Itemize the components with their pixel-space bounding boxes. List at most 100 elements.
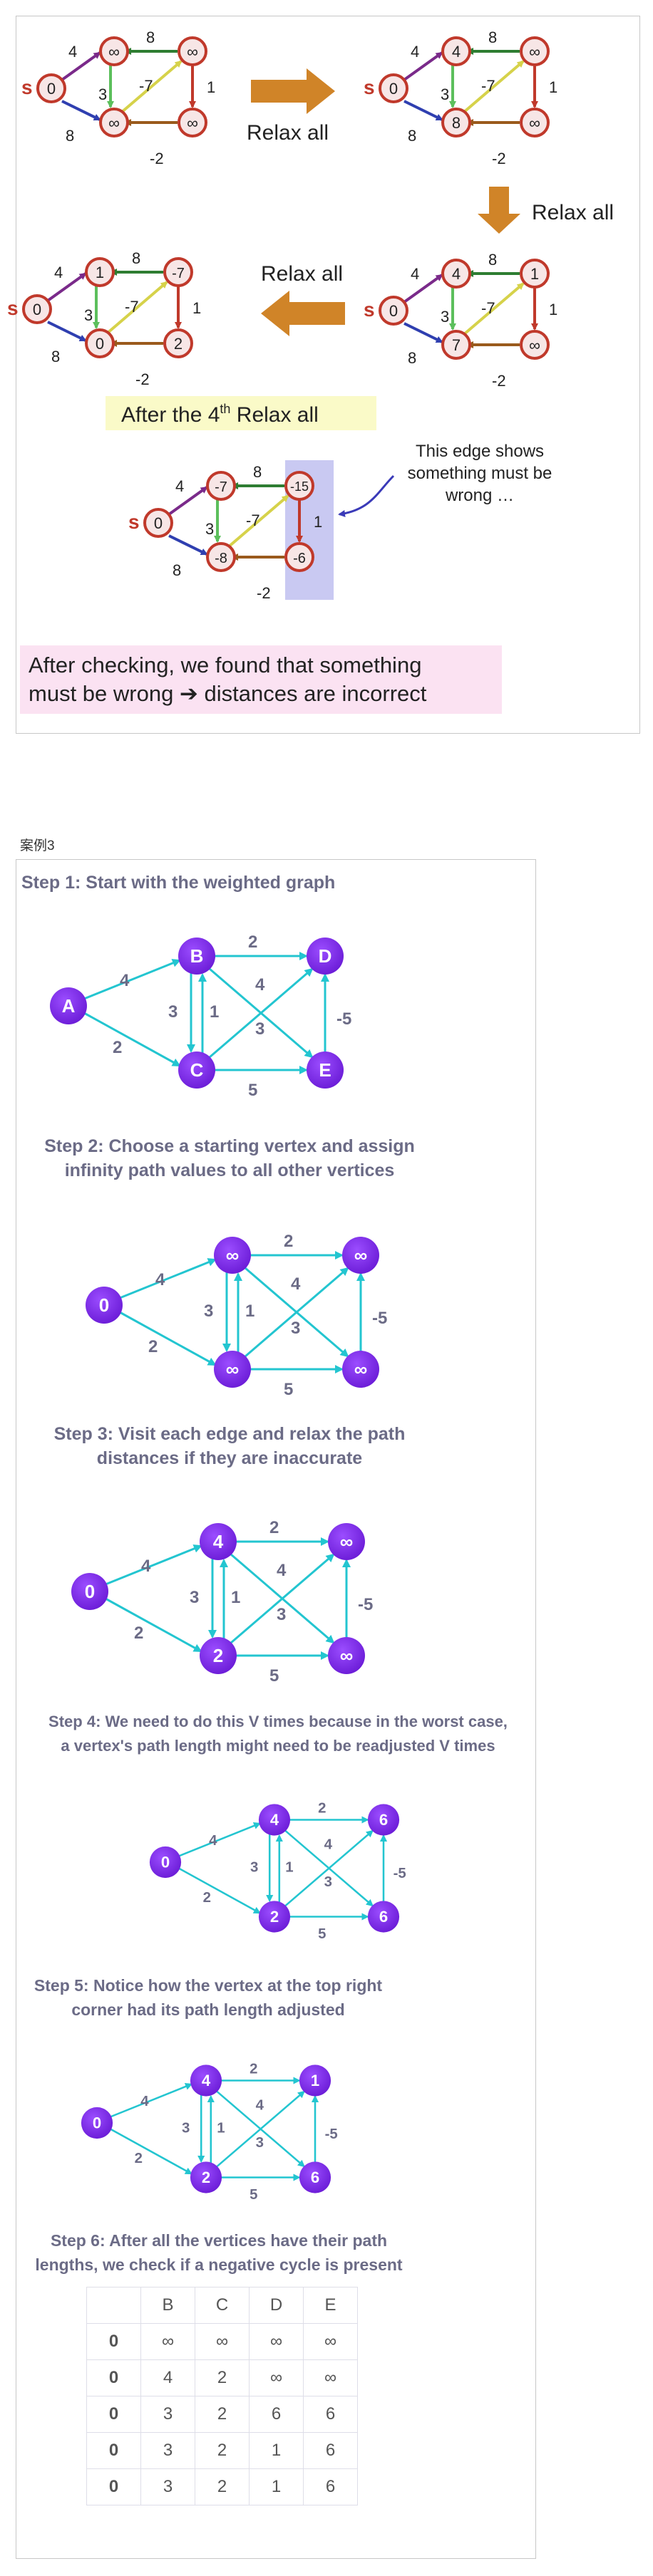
node-s-label: 0 [47, 80, 56, 98]
node-c-label: C [190, 1059, 204, 1081]
source-label: s [128, 511, 140, 533]
table-header-cell: E [303, 2287, 358, 2324]
node-s-label: 0 [154, 514, 163, 532]
svg-text:2: 2 [284, 1232, 293, 1251]
node-b-label: ∞ [187, 43, 198, 61]
table-row: 0 3 2 6 6 [86, 2396, 358, 2433]
node-c-label: 2 [270, 1908, 279, 1926]
node-d-label: ∞ [340, 1531, 354, 1552]
conclusion-box [20, 645, 502, 714]
table-cell: 3 [140, 2468, 195, 2505]
node-c-label: ∞ [108, 114, 120, 132]
svg-text:4: 4 [256, 2097, 264, 2113]
step1-title: Step 1: Start with the weighted graph [21, 873, 336, 893]
node-a-label: A [62, 995, 76, 1017]
graph-step3: 4 2 2 3 1 4 3 5 -5 0 4 2 ∞ ∞ [71, 1518, 373, 1686]
edge-weight: 1 [207, 78, 215, 96]
node-a-label: ∞ [108, 43, 120, 61]
svg-text:2: 2 [318, 1800, 326, 1816]
table-header-cell: B [140, 2287, 195, 2324]
svg-text:3: 3 [204, 1302, 213, 1321]
step3-title: Step 3: Visit each edge and relax the pa… [53, 1424, 406, 1468]
node-c-label: 2 [202, 2169, 210, 2186]
arrow-left-icon [261, 291, 345, 336]
edge-weight: 1 [210, 1002, 219, 1022]
svg-text:4: 4 [155, 1270, 165, 1289]
edge-weight: 5 [248, 1081, 257, 1100]
node-e-label: ∞ [340, 1645, 354, 1666]
edge-weight: 3 [98, 85, 107, 103]
edge-weight: 1 [192, 299, 201, 317]
table-cell: 0 [86, 2396, 141, 2433]
table-cell: ∞ [195, 2323, 250, 2360]
node-d-label: 6 [379, 1811, 388, 1829]
table-cell: ∞ [140, 2323, 195, 2360]
node-e-label: ∞ [354, 1359, 368, 1380]
node-d-label: ∞ [187, 114, 198, 132]
node-b-label: 4 [202, 2072, 211, 2089]
edge-weight: -2 [492, 372, 506, 390]
step4-title: Step 4: We need to do this V times becau… [48, 1713, 508, 1755]
conclusion-line-1: After checking, we found that something [29, 653, 421, 677]
table-cell: 6 [303, 2396, 358, 2433]
svg-text:4: 4 [140, 2094, 149, 2109]
svg-text:4: 4 [209, 1833, 217, 1849]
case-label: 案例3 [20, 838, 55, 853]
edge-weight: 8 [408, 127, 416, 145]
svg-text:5: 5 [269, 1666, 279, 1686]
node-c-label: -8 [215, 551, 227, 566]
node-a-label: -7 [215, 479, 227, 495]
node-s [36, 73, 66, 103]
after-4th-relax-label: After the 4th Relax all [121, 402, 319, 427]
edge-weight: 1 [549, 78, 557, 96]
svg-text:-5: -5 [372, 1309, 387, 1328]
node-d-label: ∞ [354, 1245, 368, 1266]
edge-weight: 4 [411, 43, 419, 61]
relax-all-label: Relax all [261, 262, 343, 286]
node-d-label: ∞ [529, 114, 540, 132]
table-cell: 4 [140, 2359, 195, 2396]
relax-diagram-svg: s 4 8 3 8 1 -2 -7 0 ∞ ∞ ∞ ∞ Relax all s … [7, 28, 614, 714]
table-header-cell: C [195, 2287, 250, 2324]
svg-text:4: 4 [291, 1274, 301, 1294]
node-b-label: ∞ [226, 1245, 240, 1266]
svg-text:4: 4 [141, 1557, 151, 1576]
edge-weight: 4 [175, 477, 184, 495]
table-cell: 1 [249, 2468, 304, 2505]
node-c-label: 0 [96, 335, 104, 353]
node-b-label: -7 [172, 266, 185, 281]
node-a-label: 0 [93, 2114, 101, 2132]
node-d-label: 1 [311, 2072, 319, 2089]
node-c-label: ∞ [226, 1359, 240, 1380]
node-c-label: 2 [213, 1645, 223, 1666]
table-row: 0 ∞ ∞ ∞ ∞ [86, 2323, 358, 2360]
edge-weight: -7 [139, 77, 153, 95]
graph-after-relax-1: s 4 8 3 8 1 -2 -7 0 4 ∞ 8 ∞ [364, 28, 557, 167]
table-cell: 0 [86, 2359, 141, 2396]
node-c-label: 7 [452, 336, 461, 354]
table-cell: 2 [195, 2468, 250, 2505]
node-d-label: ∞ [529, 336, 540, 354]
table-row: 0 4 2 ∞ ∞ [86, 2359, 358, 2396]
svg-text:3: 3 [182, 2121, 190, 2136]
edge-weight: 8 [173, 561, 181, 579]
node-a-label: 4 [452, 265, 461, 283]
note-pointer-icon [338, 474, 395, 517]
graph-after-relax-3: s 4 8 3 8 1 -2 -7 0 1 -7 0 2 [7, 249, 201, 388]
edge-weight: 3 [205, 520, 214, 538]
table-cell: 1 [249, 2432, 304, 2469]
svg-text:2: 2 [148, 1337, 158, 1356]
node-d-label: 2 [174, 335, 182, 353]
svg-text:2: 2 [135, 2151, 143, 2166]
edge-weight: -7 [125, 298, 139, 316]
edge-weight: -7 [481, 299, 495, 317]
edge-weight: 2 [113, 1038, 122, 1057]
node-s-label: 0 [33, 301, 41, 318]
edge-weight: 4 [120, 971, 130, 990]
edge-weight: -7 [481, 77, 495, 95]
edge-weight: 8 [488, 251, 497, 269]
edge-weight: 3 [255, 1019, 264, 1039]
graph-after-relax-2: s 4 8 3 8 1 -2 -7 0 4 1 7 ∞ [364, 251, 557, 390]
edge-weight: 3 [441, 308, 449, 326]
